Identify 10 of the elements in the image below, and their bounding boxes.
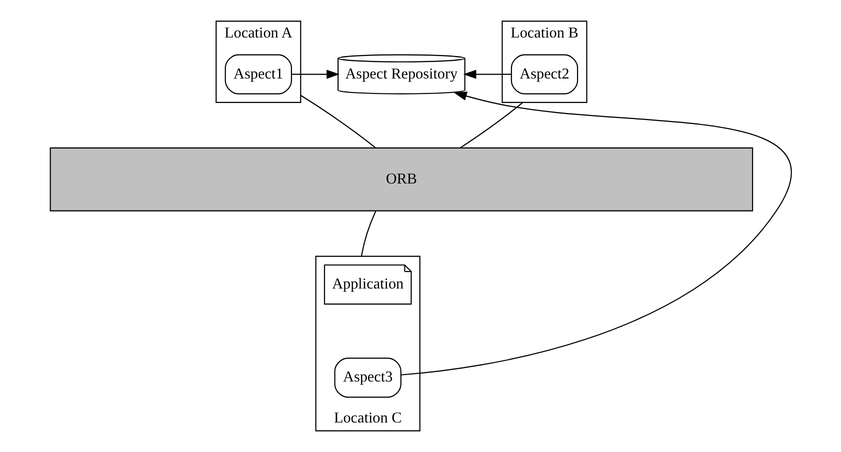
connector [360, 210, 376, 256]
node-box: Aspect1 [224, 54, 292, 94]
node-box: Aspect2 [510, 54, 578, 94]
node-box: Aspect3 [334, 358, 401, 398]
arrow [400, 92, 791, 376]
arrow [291, 70, 340, 79]
arrow [462, 70, 511, 79]
connector [300, 94, 376, 148]
node-box: ORB [49, 147, 753, 212]
connector [460, 102, 523, 148]
